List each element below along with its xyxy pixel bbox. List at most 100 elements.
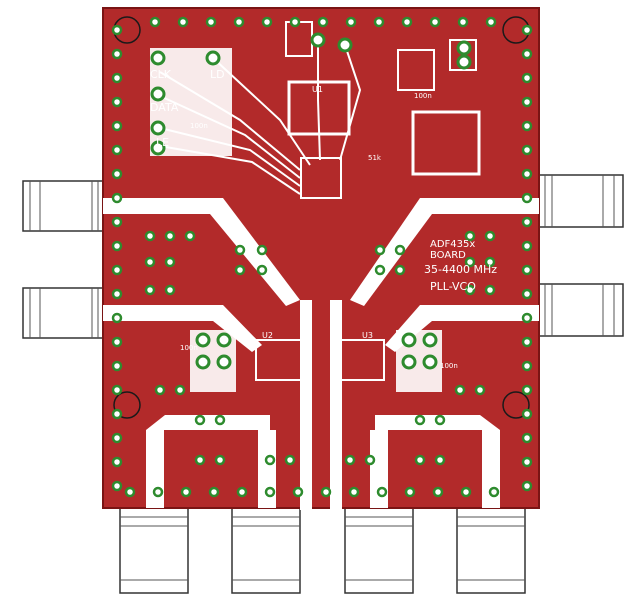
via	[464, 230, 476, 242]
via	[234, 244, 246, 256]
via	[177, 16, 189, 28]
via	[414, 454, 426, 466]
via	[521, 288, 533, 300]
via	[284, 454, 296, 466]
via	[521, 360, 533, 372]
via	[154, 384, 166, 396]
via	[464, 284, 476, 296]
via	[261, 16, 273, 28]
via	[111, 360, 123, 372]
via	[521, 72, 533, 84]
via	[521, 432, 533, 444]
via	[111, 336, 123, 348]
via	[404, 486, 416, 498]
via	[521, 48, 533, 60]
via	[256, 244, 268, 256]
via	[164, 284, 176, 296]
via	[521, 384, 533, 396]
via	[264, 454, 276, 466]
via	[289, 16, 301, 28]
sma-connector-bottom-1	[119, 507, 189, 594]
via	[111, 144, 123, 156]
via	[205, 16, 217, 28]
label-title1: ADF435x	[430, 239, 475, 250]
via	[111, 48, 123, 60]
sma-connector-right-top	[536, 174, 624, 228]
via	[521, 480, 533, 492]
via	[111, 288, 123, 300]
via	[144, 256, 156, 268]
label-cap2: 100n	[414, 92, 432, 100]
via	[457, 16, 469, 28]
via	[432, 486, 444, 498]
via	[521, 264, 533, 276]
label-u1: U1	[312, 85, 323, 94]
via	[374, 264, 386, 276]
via	[521, 192, 533, 204]
via	[264, 486, 276, 498]
via	[521, 216, 533, 228]
via	[236, 486, 248, 498]
via	[233, 16, 245, 28]
via	[320, 486, 332, 498]
via	[111, 72, 123, 84]
label-ld: LD	[210, 68, 225, 81]
label-u2: U2	[262, 331, 273, 340]
via	[214, 414, 226, 426]
label-cap4: 100n	[440, 362, 458, 370]
via-field	[111, 16, 533, 498]
via	[484, 230, 496, 242]
via	[364, 454, 376, 466]
via	[521, 456, 533, 468]
via	[111, 96, 123, 108]
via	[180, 486, 192, 498]
via	[484, 284, 496, 296]
label-model: PLL-VCO	[430, 280, 476, 293]
via	[111, 168, 123, 180]
via	[521, 96, 533, 108]
via	[414, 414, 426, 426]
sma-connector-left-top	[22, 180, 106, 232]
via	[111, 312, 123, 324]
via	[184, 230, 196, 242]
via	[292, 486, 304, 498]
via	[234, 264, 246, 276]
via	[111, 384, 123, 396]
via	[111, 264, 123, 276]
via	[521, 312, 533, 324]
via	[111, 120, 123, 132]
via	[164, 230, 176, 242]
via	[454, 384, 466, 396]
via	[111, 24, 123, 36]
via	[214, 454, 226, 466]
via	[434, 414, 446, 426]
via	[521, 168, 533, 180]
sma-connector-left-bottom	[22, 287, 106, 339]
via	[111, 216, 123, 228]
via	[521, 120, 533, 132]
mounting-holes	[113, 16, 530, 419]
via	[521, 336, 533, 348]
via	[152, 486, 164, 498]
via	[194, 414, 206, 426]
via	[174, 384, 186, 396]
via	[144, 230, 156, 242]
via	[434, 454, 446, 466]
sma-connector-bottom-3	[344, 507, 414, 594]
via	[394, 244, 406, 256]
via	[521, 144, 533, 156]
via	[464, 256, 476, 268]
sma-connector-right-bottom	[536, 283, 624, 337]
via	[401, 16, 413, 28]
label-cap3: 100n	[180, 344, 198, 352]
via	[429, 16, 441, 28]
via	[373, 16, 385, 28]
via	[111, 192, 123, 204]
sma-connector-bottom-4	[456, 507, 526, 594]
label-res1: 51k	[368, 154, 382, 162]
via	[345, 16, 357, 28]
via	[317, 16, 329, 28]
via	[194, 454, 206, 466]
via	[488, 486, 500, 498]
label-cap1: 100n	[190, 122, 208, 130]
